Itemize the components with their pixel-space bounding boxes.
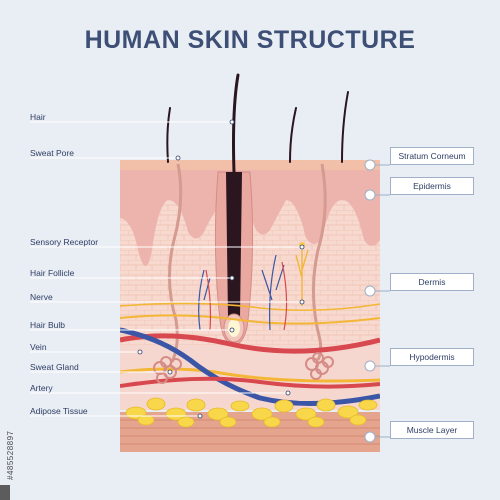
label-epidermis: Epidermis <box>390 177 474 195</box>
label-hair: Hair <box>30 112 46 122</box>
sensory-nerve <box>295 249 309 306</box>
label-vein: Vein <box>30 342 47 352</box>
capillaries-red <box>205 261 288 331</box>
artery-upper <box>120 333 380 354</box>
sweat-gland-right <box>305 352 334 380</box>
capillaries-blue <box>198 254 285 331</box>
page-title: HUMAN SKIN STRUCTURE <box>84 26 416 54</box>
label-artery: Artery <box>30 383 53 393</box>
label-sweat-gland: Sweat Gland <box>30 362 79 372</box>
hair-strand-small-2 <box>289 107 297 163</box>
hair-strand <box>232 73 240 174</box>
label-hair-bulb: Hair Bulb <box>30 320 65 330</box>
adipose-tissue <box>125 397 378 428</box>
hair-shaft-inner <box>226 172 242 318</box>
hair-strand-small <box>166 107 171 163</box>
label-muscle-layer: Muscle Layer <box>390 421 474 439</box>
muscle-layer <box>120 412 380 452</box>
label-hypodermis: Hypodermis <box>390 348 474 366</box>
left-leader-dots <box>137 119 305 419</box>
label-dermis: Dermis <box>390 273 474 291</box>
label-hair-follicle: Hair Follicle <box>30 268 75 278</box>
muscle-fibers <box>120 419 380 445</box>
label-sensory-receptor: Sensory Receptor <box>30 237 99 247</box>
hair-bulb-papilla <box>228 319 240 337</box>
right-leader-lines <box>375 164 390 438</box>
hair-strand-small-3 <box>341 91 349 163</box>
right-leader-markers <box>364 159 376 443</box>
nerve-line-2 <box>120 302 380 312</box>
artery-lower <box>120 376 380 389</box>
label-sweat-pore: Sweat Pore <box>30 148 74 158</box>
label-adipose-tissue: Adipose Tissue <box>30 406 88 416</box>
nerve-line <box>120 314 380 325</box>
left-leader-lines <box>30 121 302 417</box>
label-stratum-corneum: Stratum Corneum <box>390 147 474 165</box>
stratum-corneum-layer <box>120 160 380 170</box>
label-nerve: Nerve <box>30 292 53 302</box>
sweat-duct <box>168 163 183 363</box>
stock-id: #485528897 <box>6 430 15 481</box>
stock-badge <box>0 485 10 500</box>
